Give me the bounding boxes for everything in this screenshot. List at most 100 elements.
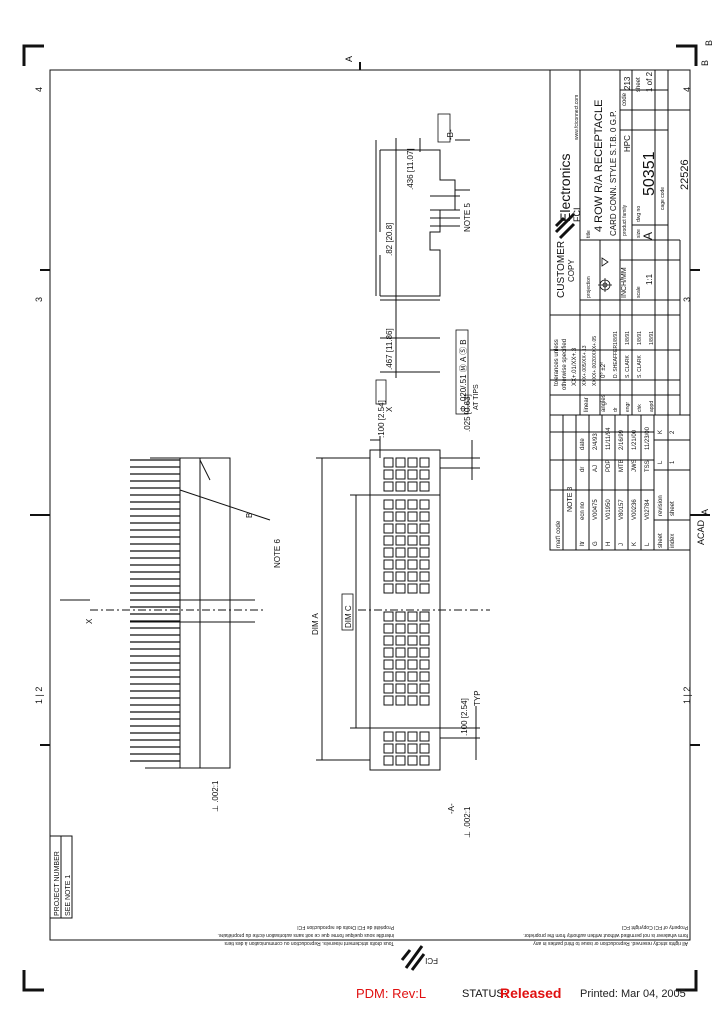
contact-hole (395, 671, 406, 682)
size-value: A (641, 232, 655, 240)
revision-cell-ltr: L (645, 542, 651, 546)
sheet-cell-1: 1 (670, 460, 676, 464)
datum-b-box (437, 113, 451, 143)
revision-cell-date: 11/23/00 (645, 426, 651, 450)
contact-hole (419, 755, 430, 766)
contact-hole (407, 695, 418, 706)
contact-hole (407, 635, 418, 646)
drawing-title-line2: CARD CONN. STYLE S.T.B. 0 G.P. (609, 110, 618, 236)
size-label: size (636, 229, 642, 238)
status-value: Released (500, 985, 562, 1001)
revision-label: revision (658, 495, 664, 516)
contact-hole (395, 755, 406, 766)
contact-hole (419, 457, 430, 468)
disclaimer-fr-2: interdite sous quelque forme que ce soit… (218, 932, 395, 938)
cage-code-label: cage code (660, 187, 666, 210)
side-view-labels: .436 [11.07] .82 [20.8] .467 [11.86] -B-… (385, 113, 472, 370)
contact-hole (407, 623, 418, 634)
contact-hole (419, 635, 430, 646)
contact-hole (395, 583, 406, 594)
dr-name: D. SHEAFFER (613, 345, 619, 378)
zone-right-3: 3 (682, 297, 692, 302)
contact-hole (419, 671, 430, 682)
rev-cell-1: L (658, 460, 664, 464)
revision-cell-ecn: V00475 (593, 499, 599, 520)
contact-hole (395, 481, 406, 492)
engr-date: 1/8/91 (625, 331, 631, 345)
contact-hole (407, 731, 418, 742)
contact-hole (419, 523, 430, 534)
mat-code-value: NOTE 3 (567, 487, 574, 512)
website: www.fciconnect.com (574, 95, 580, 140)
contact-hole (395, 469, 406, 480)
dr-date: 1/8/91 (613, 331, 619, 345)
contact-hole (395, 547, 406, 558)
revision-cell-ltr: J (619, 543, 625, 546)
pdm-revision: PDM: Rev:L (356, 986, 427, 1001)
revision-cell-date: 2/4/93 (593, 433, 599, 450)
contact-hole (395, 695, 406, 706)
disclaimer-logo-text: FCI (425, 956, 438, 965)
linear-label: linear (584, 397, 590, 412)
disclaimer-en-1: All rights strictly reserved. Reproducti… (533, 940, 688, 946)
revision-cell-ecn: V80157 (619, 499, 625, 520)
contact-hole (383, 469, 394, 480)
contact-hole (383, 671, 394, 682)
revision-cell-date: 1/21/00 (632, 429, 638, 450)
face-view-labels: DIM A DIM C .100 [2.54] X .025 [0.63] .1… (311, 329, 482, 838)
disclaimer-en-2: form whatever is not permitted without w… (523, 932, 688, 938)
title-block-text: Electronics FCI www.fciconnect.com title… (554, 71, 691, 412)
contact-hole (407, 511, 418, 522)
contact-hole (383, 647, 394, 658)
note-6: NOTE 6 (273, 539, 282, 568)
contact-hole (419, 481, 430, 492)
rev-header-dr: dr (580, 467, 586, 472)
note-5: NOTE 5 (463, 203, 472, 232)
contact-hole (407, 571, 418, 582)
contact-hole (407, 755, 418, 766)
contact-hole (395, 535, 406, 546)
dr-label: dr (613, 407, 619, 412)
contact-hole (407, 659, 418, 670)
customer-sub: COPY (567, 259, 576, 282)
index-label: index (670, 534, 676, 548)
contact-hole (419, 731, 430, 742)
contact-hole (419, 683, 430, 694)
drawing-title-line1: 4 ROW R/A RECEPTACLE (593, 100, 605, 232)
contact-hole (383, 611, 394, 622)
dim-a: DIM A (311, 613, 320, 635)
acad-label: ACAD (696, 519, 706, 545)
mat-code-label: mat'l code (556, 520, 562, 548)
end-view-pins (130, 459, 180, 762)
zone-right-12: 1 | 2 (682, 687, 692, 704)
zone-right-b: B (700, 60, 710, 66)
note-b-left: B (245, 513, 254, 518)
tol-bottom-left: ⊥ .002:1 (211, 780, 220, 812)
rev-header-ecn: ecn no (580, 501, 586, 520)
code-label: code (622, 92, 628, 106)
contact-hole (383, 683, 394, 694)
product-family: HPC (623, 135, 632, 152)
contact-hole (407, 547, 418, 558)
dim-100-top: .100 [2.54] (377, 400, 386, 438)
zone-left-4: 4 (34, 87, 44, 92)
revision-cell-ecn: V02784 (645, 499, 651, 520)
at-tips: AT TIPS (473, 384, 480, 410)
datum-a: -A- (447, 803, 456, 814)
tol-bottom-right: ⊥ .002:1 (463, 806, 472, 838)
zone-right-4: 4 (682, 87, 692, 92)
contact-hole (419, 659, 430, 670)
contact-hole (407, 481, 418, 492)
contact-hole (419, 559, 430, 570)
cage-code-value: 22526 (679, 159, 691, 190)
angles-label: angles (601, 394, 607, 412)
contact-hole (395, 511, 406, 522)
sheet-col-label: sheet (658, 533, 664, 548)
dim-100-top-box (375, 379, 387, 405)
sheet-cell-2: 2 (670, 430, 676, 434)
tol-profile: Φ .020/.51 Ⓜ A Ⓢ B (459, 339, 468, 412)
zone-top-b: B (704, 40, 714, 46)
sheet-label: sheet (636, 77, 642, 92)
dim-100-bottom: .100 [2.54] (460, 698, 469, 736)
contact-hole (383, 511, 394, 522)
